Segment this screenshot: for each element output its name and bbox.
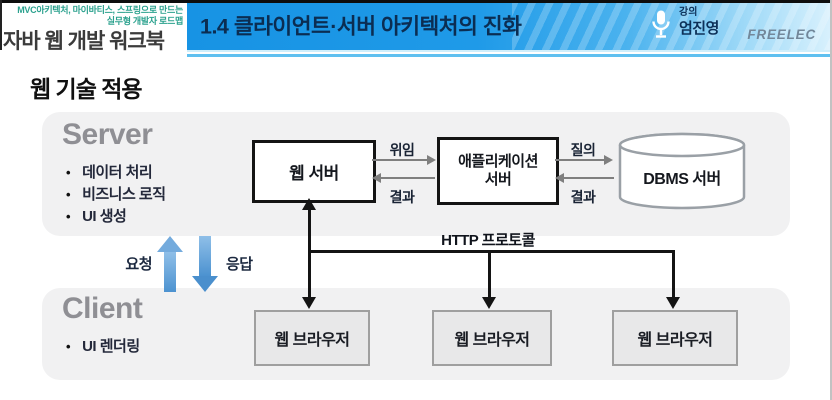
lesson-title-bar: 1.4 클라이언트·서버 아키텍처의 진화 강의 엄진영 FREELEC xyxy=(187,0,832,50)
client-bullet-list: UI 렌더링 xyxy=(66,336,140,358)
book-tagline-line1: MVC아키텍처, 마이바티스, 스프링으로 만드는 xyxy=(17,5,183,15)
lesson-title: 1.4 클라이언트·서버 아키텍처의 진화 xyxy=(200,14,522,39)
book-tagline-line2: 실무형 개발자 로드맵 xyxy=(106,16,184,26)
db-result-edge-label: 결과 xyxy=(570,189,596,205)
book-tagline: MVC아키텍처, 마이바티스, 스프링으로 만드는 실무형 개발자 로드맵 xyxy=(0,5,183,27)
query-arrowhead-icon xyxy=(604,155,613,165)
http-arrowhead-down-3-icon xyxy=(666,297,680,309)
http-arrowhead-down-1-icon xyxy=(302,297,316,309)
app-server-node: 애플리케이션 서버 xyxy=(437,137,559,205)
title-bar-stripes xyxy=(512,0,832,50)
frame-right-edge xyxy=(830,0,832,400)
app-server-label-line1: 애플리케이션 xyxy=(458,153,538,170)
db-result-arrow xyxy=(563,177,614,179)
response-label: 응답 xyxy=(226,256,253,273)
http-arrowhead-down-2-icon xyxy=(482,297,496,309)
dbms-server-node: DBMS 서버 xyxy=(616,131,748,213)
header-book-area: MVC아키텍처, 마이바티스, 스프링으로 만드는 실무형 개발자 로드맵 자바… xyxy=(0,0,187,56)
http-line-vertical-3 xyxy=(672,250,675,299)
client-bullet: UI 렌더링 xyxy=(66,336,140,358)
web-result-arrow xyxy=(380,177,435,179)
delegate-arrowhead-icon xyxy=(427,155,436,165)
microphone-icon xyxy=(652,10,670,38)
server-bullet: UI 생성 xyxy=(66,206,166,228)
web-server-node: 웹 서버 xyxy=(252,140,376,203)
response-down-arrow-icon xyxy=(192,236,218,292)
instructor-name: 엄진영 xyxy=(679,20,719,37)
app-server-label-line2: 서버 xyxy=(484,171,512,188)
http-line-horizontal xyxy=(308,250,675,253)
book-title: 자바 웹 개발 워크북 xyxy=(3,30,165,53)
slide-heading: 웹 기술 적용 xyxy=(30,76,143,102)
http-line-vertical-1 xyxy=(308,208,311,299)
delegate-arrow xyxy=(372,159,428,161)
instructor-credit: 강의 엄진영 xyxy=(679,7,719,37)
server-bullet: 비즈니스 로직 xyxy=(66,184,166,206)
http-arrowhead-up-icon xyxy=(302,198,316,210)
frame-left-edge xyxy=(0,0,2,50)
client-title: Client xyxy=(62,292,143,325)
header-underline xyxy=(187,50,832,58)
dbms-server-label: DBMS 서버 xyxy=(643,171,721,188)
publisher-logo: FREELEC xyxy=(747,27,816,42)
request-label: 요청 xyxy=(125,256,152,273)
web-result-edge-label: 결과 xyxy=(389,189,415,205)
web-browser-node-3: 웹 브라우저 xyxy=(612,310,738,366)
server-bullet-list: 데이터 처리 비즈니스 로직 UI 생성 xyxy=(66,162,166,228)
frame-top-edge xyxy=(0,0,832,3)
server-title: Server xyxy=(62,118,153,151)
db-result-arrowhead-icon xyxy=(555,173,564,183)
delegate-edge-label: 위임 xyxy=(389,142,415,158)
query-arrow xyxy=(555,159,605,161)
web-result-arrowhead-icon xyxy=(372,173,381,183)
web-browser-node-2: 웹 브라우저 xyxy=(432,310,552,366)
http-line-vertical-2 xyxy=(488,250,491,299)
http-protocol-label: HTTP 프로토콜 xyxy=(441,232,535,249)
web-browser-node-1: 웹 브라우저 xyxy=(254,310,370,366)
request-up-arrow-icon xyxy=(157,236,183,292)
instructor-label: 강의 xyxy=(679,7,698,18)
database-cylinder-icon xyxy=(618,132,746,210)
query-edge-label: 질의 xyxy=(570,142,596,158)
server-bullet: 데이터 처리 xyxy=(66,162,166,184)
